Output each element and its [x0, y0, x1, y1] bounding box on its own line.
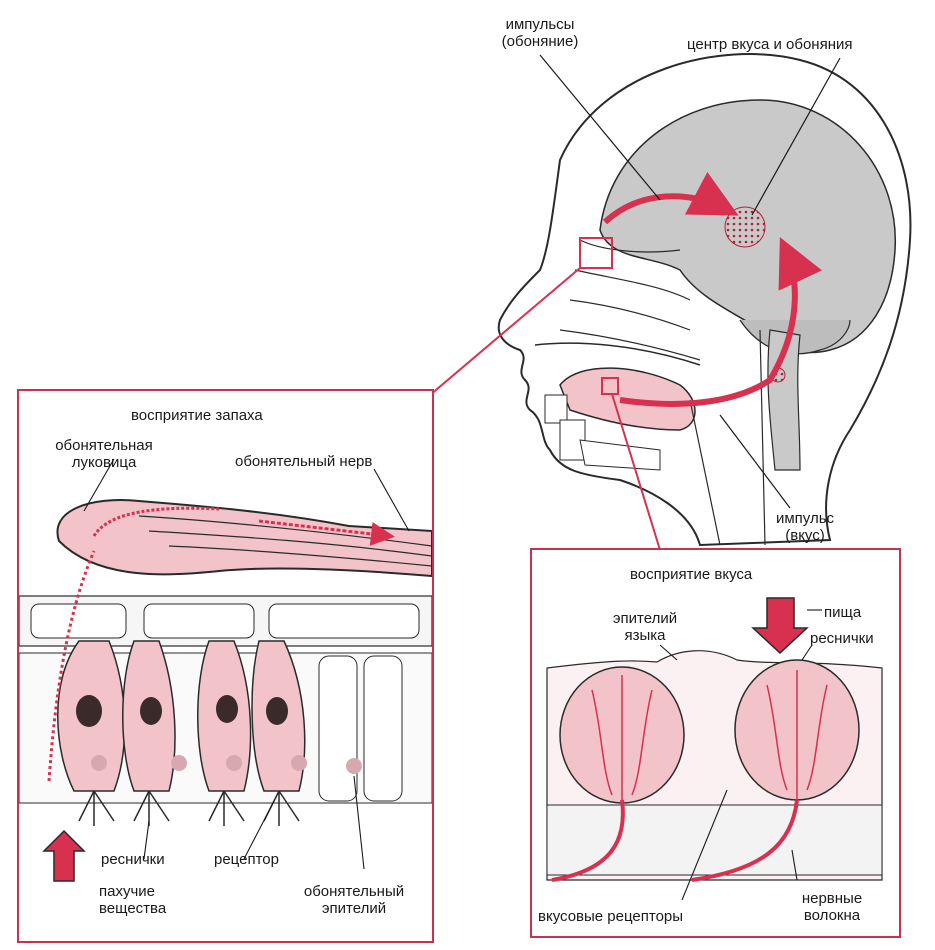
label-tongue-epithelium-line2: языка [624, 627, 666, 644]
label-epithelium: обонятельный эпителий [284, 883, 424, 917]
label-food: пища [824, 604, 862, 621]
olfactory-bulb [56, 499, 432, 578]
nose-region-box [579, 237, 613, 269]
label-nerve: обонятельный нерв [235, 453, 373, 470]
odorant-arrow-icon [42, 829, 86, 882]
label-bulb-line2: луковица [71, 454, 137, 471]
taste-impulse-arrow [619, 237, 822, 407]
label-bulb: обонятельная луковица [29, 437, 179, 471]
label-odorants-line1: пахучие [99, 883, 156, 900]
label-cilia-taste: реснички [810, 630, 874, 647]
taste-bud-right [734, 659, 860, 801]
label-nerve-fibers-line2: волокна [803, 907, 861, 924]
taste-smell-center [724, 206, 766, 248]
nerve-signal-arrow [258, 519, 395, 546]
label-receptor: рецептор [214, 851, 279, 868]
label-epithelium-line2: эпителий [321, 900, 387, 917]
label-bulb-line1: обонятельная [55, 437, 153, 454]
taste-panel-illustration [546, 597, 883, 901]
label-tongue-epithelium: эпителий языка [590, 610, 700, 644]
label-odorants: пахучие вещества [99, 883, 166, 917]
label-center: центр вкуса и обоняния [687, 36, 853, 53]
taste-panel: восприятие вкуса эпителий языка пища рес… [530, 548, 901, 938]
label-impulses-smell-line1: импульсы [505, 16, 575, 33]
label-taste-receptors: вкусовые рецепторы [538, 908, 684, 925]
label-epithelium-line1: обонятельный [303, 883, 405, 900]
label-impulse-taste-line2: (вкус) [785, 527, 825, 544]
smell-impulse-arrow [602, 172, 739, 225]
label-odorants-line2: вещества [99, 900, 167, 917]
label-cilia-smell: реснички [101, 851, 165, 868]
label-impulse-taste-line1: импульс [775, 510, 835, 527]
label-tongue-epithelium-line1: эпителий [612, 610, 678, 627]
label-impulses-smell: импульсы (обоняние) [480, 16, 600, 50]
tongue-region-box [601, 377, 619, 395]
label-nerve-fibers-line1: нервные [801, 890, 863, 907]
food-arrow-icon [751, 597, 809, 655]
smell-panel-illustration [19, 458, 432, 882]
smell-title: восприятие запаха [131, 407, 263, 424]
smell-panel: восприятие запаха обонятельная луковица … [17, 389, 434, 943]
label-nerve-fibers: нервные волокна [787, 890, 877, 924]
taste-bud-left [559, 666, 685, 804]
label-impulses-smell-line2: (обоняние) [501, 33, 579, 50]
label-impulse-taste: импульс (вкус) [760, 510, 850, 544]
taste-title: восприятие вкуса [630, 566, 753, 583]
